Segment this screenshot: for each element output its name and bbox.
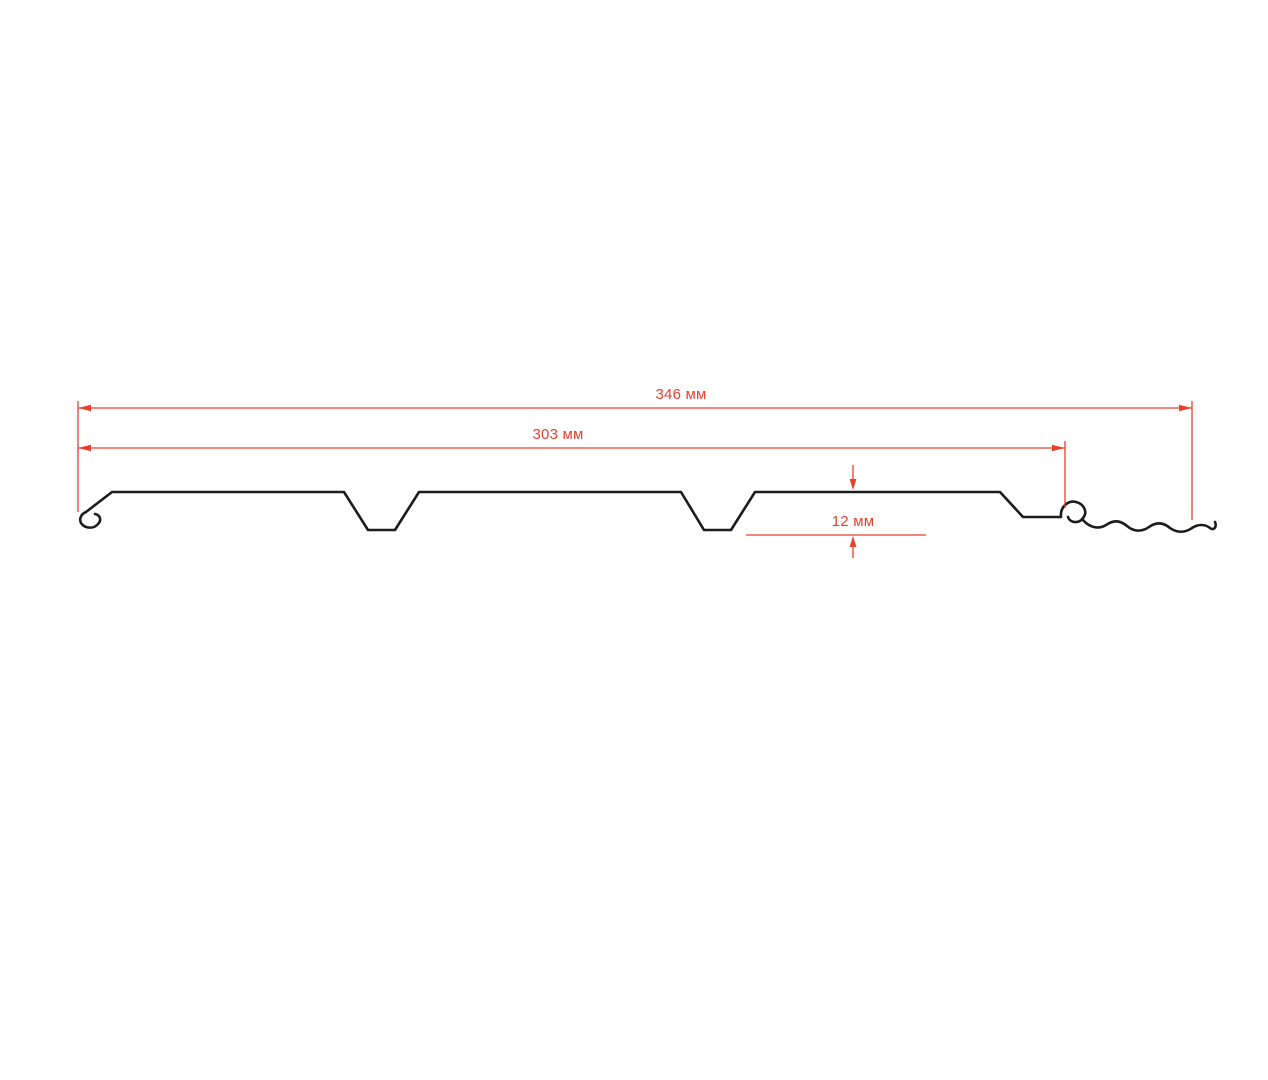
arrowhead-12-down-icon — [849, 479, 857, 490]
dim-12-label: 12 мм — [832, 513, 874, 530]
arrowhead-12-up-icon — [849, 536, 857, 547]
arrowhead-303-left-icon — [78, 444, 91, 452]
arrowhead-346-left-icon — [78, 404, 91, 412]
dimension-lines — [77, 401, 1193, 558]
panel-lock-tail — [1081, 518, 1217, 534]
dim-346-label: 346 мм — [655, 386, 706, 403]
dim-303-label: 303 мм — [532, 426, 583, 443]
arrowhead-303-right-icon — [1052, 444, 1065, 452]
dimension-arrowheads — [78, 404, 1192, 547]
panel-profile-outline — [78, 490, 1217, 534]
arrowhead-346-right-icon — [1179, 404, 1192, 412]
panel-profile-body — [78, 490, 1087, 532]
